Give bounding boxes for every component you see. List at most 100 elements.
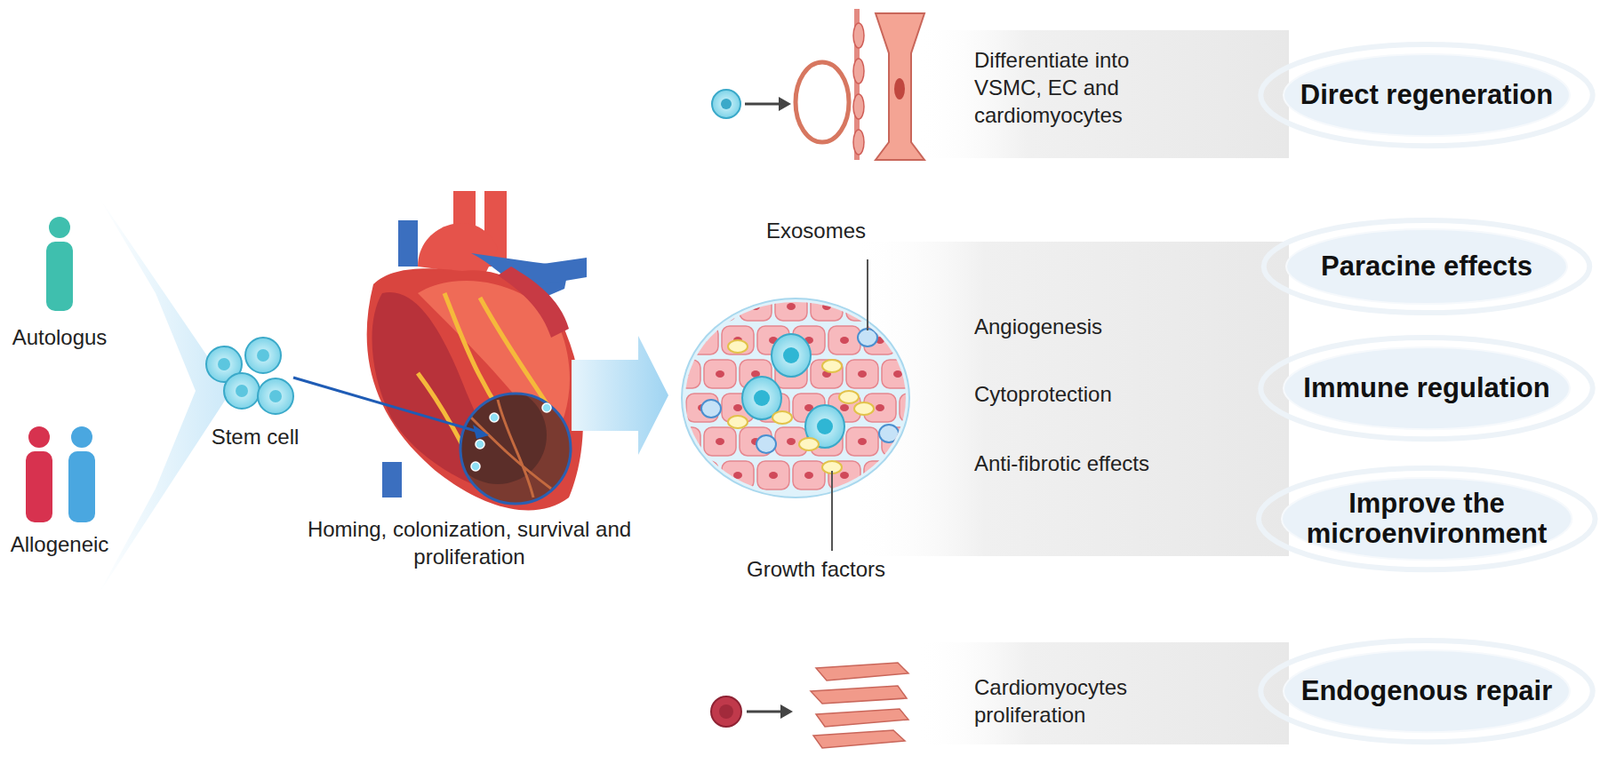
text-label: Autologus bbox=[12, 323, 108, 352]
growth-factor bbox=[854, 402, 874, 416]
nucleus bbox=[893, 303, 903, 311]
effect-oval: Paracine effects bbox=[1286, 229, 1568, 304]
oval-text: Improve the microenvironment bbox=[1281, 488, 1572, 550]
nucleus bbox=[680, 438, 689, 446]
cardiac-cell bbox=[757, 461, 790, 490]
cardiac-cell bbox=[686, 461, 719, 490]
cardiac-cell bbox=[668, 360, 701, 389]
cardiac-cell bbox=[899, 461, 932, 490]
cardiac-cell bbox=[846, 292, 879, 321]
nucleus bbox=[768, 472, 778, 480]
effect-oval: Immune regulation bbox=[1283, 347, 1570, 430]
nucleus bbox=[840, 472, 849, 480]
nucleus bbox=[875, 404, 885, 412]
cardiac-cell bbox=[846, 427, 879, 456]
text-label: Anti-fibrotic effects bbox=[974, 449, 1150, 478]
growth-factor bbox=[839, 391, 859, 404]
growth-factor bbox=[728, 416, 748, 429]
nucleus bbox=[816, 418, 833, 435]
cardiac-cell bbox=[810, 292, 843, 321]
growth-factor bbox=[822, 360, 842, 373]
arrowhead bbox=[472, 424, 489, 440]
nucleus bbox=[783, 347, 800, 364]
oval-text: Immune regulation bbox=[1303, 373, 1550, 404]
oval-text: Paracine effects bbox=[1320, 251, 1533, 282]
cardiac-cell bbox=[792, 461, 825, 490]
stem-cells bbox=[206, 337, 294, 415]
nucleus bbox=[804, 472, 814, 480]
cardiac-cell bbox=[704, 427, 736, 456]
text-label: Differentiate into VSMC, EC and cardiomy… bbox=[974, 46, 1161, 130]
band bbox=[853, 241, 1289, 557]
cardiac-cell bbox=[846, 360, 879, 389]
cardiac-cell bbox=[686, 326, 719, 355]
exosome bbox=[879, 424, 899, 443]
cardiac-cell bbox=[721, 461, 754, 490]
nucleus bbox=[680, 370, 689, 378]
nucleus bbox=[751, 303, 760, 311]
cardiac-cell bbox=[775, 292, 808, 321]
nucleus bbox=[911, 404, 920, 412]
heart bbox=[367, 191, 587, 511]
cardiac-cell bbox=[668, 292, 701, 321]
nucleus bbox=[857, 438, 867, 446]
nucleus bbox=[786, 438, 796, 446]
nucleus bbox=[753, 390, 770, 407]
growth-factor bbox=[728, 340, 748, 353]
nucleus bbox=[857, 370, 867, 378]
nucleus bbox=[822, 303, 832, 311]
leader-line bbox=[831, 471, 833, 552]
nucleus bbox=[875, 472, 885, 480]
cardiac-cell bbox=[881, 292, 914, 321]
nucleus bbox=[911, 472, 920, 480]
cardiac-cell bbox=[864, 461, 896, 490]
leader-line bbox=[866, 259, 869, 331]
cardiac-cell bbox=[739, 292, 772, 321]
nucleus bbox=[715, 303, 725, 311]
text-label: Exosomes bbox=[766, 216, 866, 245]
endogenous-icon bbox=[711, 663, 909, 749]
nucleus bbox=[733, 404, 743, 412]
text-label: Angiogenesis bbox=[974, 312, 1103, 341]
nucleus bbox=[733, 472, 743, 480]
cardiac-cell bbox=[881, 360, 914, 389]
nucleus bbox=[697, 336, 707, 344]
nucleus bbox=[840, 404, 849, 412]
nucleus bbox=[857, 303, 867, 311]
exosome bbox=[701, 400, 721, 418]
band bbox=[915, 642, 1289, 745]
cardiac-cell bbox=[828, 326, 861, 355]
nucleus bbox=[697, 472, 707, 480]
text-label: Stem cell bbox=[211, 423, 300, 451]
person-autologous bbox=[46, 216, 73, 312]
exosome bbox=[857, 328, 878, 347]
tissue bbox=[668, 292, 932, 498]
growth-factor bbox=[799, 438, 819, 451]
differentiation-icon bbox=[712, 8, 925, 160]
cardiac-cell bbox=[668, 427, 701, 456]
effect-oval: Endogenous repair bbox=[1283, 650, 1570, 733]
nucleus bbox=[680, 303, 689, 311]
nucleus bbox=[893, 370, 903, 378]
nucleus bbox=[715, 438, 725, 446]
person-allogeneic bbox=[25, 426, 96, 523]
big-arrow bbox=[571, 336, 669, 456]
effect-oval: Improve the microenvironment bbox=[1281, 478, 1572, 560]
effect-oval: Direct regeneration bbox=[1283, 54, 1570, 136]
nucleus bbox=[840, 336, 849, 344]
cardiac-cell bbox=[704, 292, 736, 321]
text-label: Allogeneic bbox=[10, 530, 110, 559]
text-label: Homing, colonization, survival and proli… bbox=[300, 515, 639, 571]
text-label: Growth factors bbox=[746, 555, 886, 584]
homing-arrow bbox=[293, 377, 485, 434]
cardiac-cell bbox=[704, 360, 736, 389]
band bbox=[915, 30, 1289, 159]
oval-text: Direct regeneration bbox=[1300, 80, 1553, 111]
merge-arrow bbox=[97, 195, 232, 596]
nucleus bbox=[786, 303, 796, 311]
stem-cell bbox=[771, 334, 811, 377]
cardiac-cell bbox=[810, 360, 843, 389]
cardiac-cell bbox=[721, 326, 754, 355]
cardiac-cell bbox=[899, 393, 932, 423]
nucleus bbox=[911, 336, 920, 344]
